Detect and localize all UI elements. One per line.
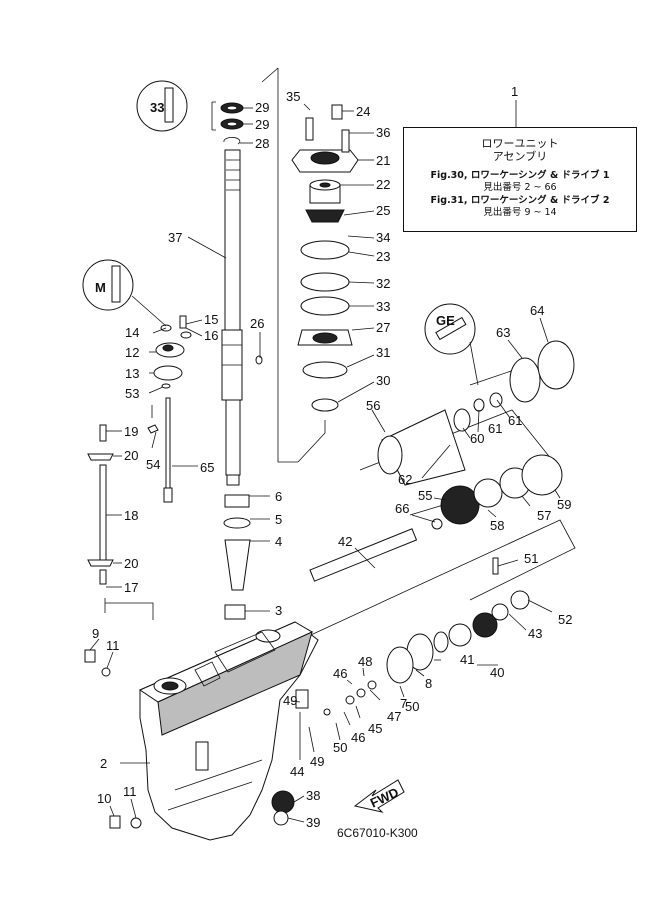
legend-title-line1: ロワーユニット xyxy=(481,137,559,150)
callout-63: 63 xyxy=(496,325,510,340)
callout-29b: 29 xyxy=(255,117,269,132)
callout-59: 59 xyxy=(557,497,571,512)
callout-10: 10 xyxy=(97,791,111,806)
callout-15: 15 xyxy=(204,312,218,327)
callout-52: 52 xyxy=(558,612,572,627)
callout-40: 40 xyxy=(490,665,504,680)
callout-11a: 11 xyxy=(106,638,120,653)
callout-49b: 49 xyxy=(310,754,324,769)
callout-4: 4 xyxy=(275,534,282,549)
callout-46b: 46 xyxy=(351,730,365,745)
badge-33-label: 33 xyxy=(150,100,164,115)
callout-22: 22 xyxy=(376,177,390,192)
callout-57: 57 xyxy=(537,508,551,523)
callout-26: 26 xyxy=(250,316,264,331)
callout-60: 60 xyxy=(470,431,484,446)
callout-20a: 20 xyxy=(124,448,138,463)
callout-55: 55 xyxy=(418,488,432,503)
callout-48: 48 xyxy=(358,654,372,669)
callout-65: 65 xyxy=(200,460,214,475)
water-pump-stack xyxy=(291,104,359,412)
badge-m-label: M xyxy=(95,280,106,295)
callout-62: 62 xyxy=(398,472,412,487)
legend-fig30-ref: 見出番号 2 ~ 66 xyxy=(483,182,557,193)
callout-36: 36 xyxy=(376,125,390,140)
callout-50a: 50 xyxy=(333,740,347,755)
callout-6: 6 xyxy=(275,489,282,504)
legend-fig31-ref: 見出番号 9 ~ 14 xyxy=(483,207,557,218)
callout-47: 47 xyxy=(387,709,401,724)
callout-12: 12 xyxy=(125,345,139,360)
callout-34: 34 xyxy=(376,230,390,245)
callout-20b: 20 xyxy=(124,556,138,571)
callout-42: 42 xyxy=(338,534,352,549)
callout-11b: 11 xyxy=(123,784,137,799)
shift-rod-assembly xyxy=(87,315,192,585)
callout-45: 45 xyxy=(368,721,382,736)
callout-29a: 29 xyxy=(255,100,269,115)
drive-shaft xyxy=(221,149,243,486)
callout-2: 2 xyxy=(100,756,107,771)
callout-21: 21 xyxy=(376,153,390,168)
lubricant-badge-33: 33 xyxy=(136,80,188,132)
legend-title-line2: アセンブリ xyxy=(492,150,548,163)
callout-37: 37 xyxy=(168,230,182,245)
callout-28: 28 xyxy=(255,136,269,151)
leader-lines xyxy=(89,100,561,823)
callout-43: 43 xyxy=(528,626,542,641)
callout-53: 53 xyxy=(125,386,139,401)
callout-14: 14 xyxy=(125,325,139,340)
callout-46a: 46 xyxy=(333,666,347,681)
callout-61a: 61 xyxy=(488,421,502,436)
callout-38: 38 xyxy=(306,788,320,803)
callout-31: 31 xyxy=(376,345,390,360)
callout-27: 27 xyxy=(376,320,390,335)
callout-44: 44 xyxy=(290,764,304,779)
callout-58: 58 xyxy=(490,518,504,533)
callout-13: 13 xyxy=(125,366,139,381)
lubricant-badge-m: M xyxy=(82,259,167,327)
callout-30: 30 xyxy=(376,373,390,388)
fwd-arrow-label: FWD xyxy=(368,785,401,811)
callout-numbers: 1 2 3 4 5 6 7 8 9 10 11 11 12 13 14 15 1… xyxy=(92,84,572,830)
callout-25: 25 xyxy=(376,203,390,218)
callout-7: 7 xyxy=(400,696,407,711)
callout-51: 51 xyxy=(524,551,538,566)
callout-18: 18 xyxy=(124,508,138,523)
lubricant-badge-ge: GE xyxy=(424,303,479,386)
callout-39: 39 xyxy=(306,815,320,830)
callout-24: 24 xyxy=(356,104,370,119)
legend-fig30[interactable]: Fig.30, ロワーケーシング & ドライブ 1 xyxy=(430,170,610,181)
callout-33: 33 xyxy=(376,299,390,314)
callout-32: 32 xyxy=(376,276,390,291)
callout-41: 41 xyxy=(460,652,474,667)
callout-66: 66 xyxy=(395,501,409,516)
callout-9: 9 xyxy=(92,626,99,641)
callout-23: 23 xyxy=(376,249,390,264)
callout-54: 54 xyxy=(146,457,160,472)
callout-56: 56 xyxy=(366,398,380,413)
callout-16: 16 xyxy=(204,328,218,343)
propeller-shaft-parts xyxy=(84,340,575,829)
badge-ge-label: GE xyxy=(436,313,455,328)
callout-64: 64 xyxy=(530,303,544,318)
callout-61b: 61 xyxy=(508,413,522,428)
diagram-code: 6C67010-K300 xyxy=(337,826,418,840)
callout-8: 8 xyxy=(425,676,432,691)
callout-49a: 49 xyxy=(283,693,297,708)
callout-3: 3 xyxy=(275,603,282,618)
lower-casing xyxy=(138,621,319,841)
fwd-arrow: FWD xyxy=(353,779,405,813)
callout-5: 5 xyxy=(275,512,282,527)
bearing-and-circlip xyxy=(211,101,244,145)
assembly-legend-box: ロワーユニット アセンブリ Fig.30, ロワーケーシング & ドライブ 1 … xyxy=(403,127,637,232)
callout-50b: 50 xyxy=(405,699,419,714)
legend-fig31[interactable]: Fig.31, ロワーケーシング & ドライブ 2 xyxy=(430,195,610,206)
callout-1: 1 xyxy=(511,84,518,99)
callout-19: 19 xyxy=(124,424,138,439)
callout-17: 17 xyxy=(124,580,138,595)
callout-35: 35 xyxy=(286,89,300,104)
